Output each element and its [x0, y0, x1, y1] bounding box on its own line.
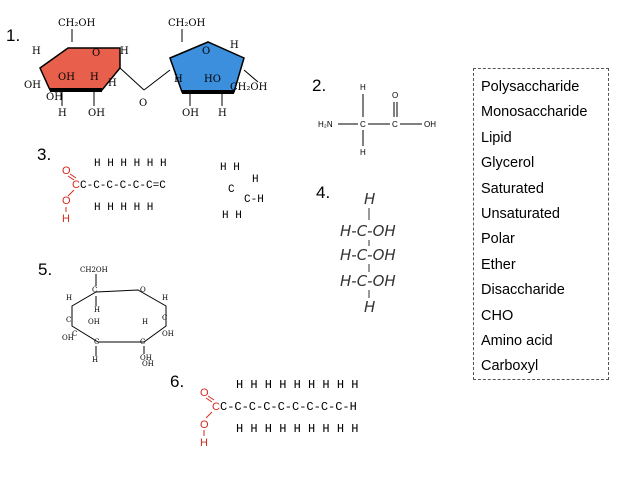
word-bank: Polysaccharide Monosaccharide Lipid Glyc…: [473, 68, 609, 380]
fig5-label: CH2OH: [80, 266, 108, 274]
figure-number-1: 1.: [6, 26, 21, 45]
fig5-label: C: [162, 314, 167, 322]
fig2-label: H₂N: [318, 120, 333, 129]
fig1-label: OH: [46, 92, 63, 103]
word-bank-term: Unsaturated: [481, 206, 560, 223]
fig1-label: OH: [182, 108, 199, 119]
fig3-label: H H H H H H: [94, 158, 167, 170]
fig5-label: C: [66, 316, 71, 324]
fig3-label: C: [228, 184, 235, 196]
word-bank-term: Polysaccharide: [481, 79, 580, 95]
fig3-label: C-C-C-C-C-C=C: [80, 180, 166, 192]
word-bank-term: Carboxyl: [481, 358, 539, 375]
fig4-label: H-C-OH: [340, 272, 396, 290]
fig3-label: H H: [222, 210, 242, 222]
fig1-label: H: [174, 74, 183, 85]
fig5-label: OH: [162, 330, 174, 338]
fig1-label: H: [32, 46, 41, 57]
fig1-label: H: [58, 108, 67, 119]
fig3-label: H H H H H: [94, 202, 153, 214]
fig3-label: C-H: [244, 194, 264, 206]
fig4-label: H-C-OH: [340, 222, 396, 240]
fig2-label: C: [392, 120, 398, 129]
fig6-label: O: [200, 387, 209, 399]
fig4-label: H: [364, 298, 375, 316]
fig5-label: OH: [142, 360, 154, 368]
fig4-label: H-C-OH: [340, 246, 396, 264]
fig1-label: CH₂OH: [58, 18, 96, 29]
fig6-label: C-C-C-C-C-C-C-C-C-H: [220, 400, 357, 414]
fig5-label: O: [140, 286, 146, 294]
fig1-label: CH₂OH: [230, 82, 268, 93]
fig6-label: H H H H H H H H H: [236, 422, 358, 436]
fig6-label: H H H H H H H H H: [236, 378, 358, 392]
fructose-ring: [169, 41, 245, 93]
disaccharide-structure: CH₂OH CH₂OH H O H OH H OH H OH H OH O H …: [24, 18, 268, 119]
fig5-label: C: [72, 330, 77, 338]
fig3-label: O: [62, 165, 71, 177]
monosaccharide-ring-structure: CH2OH C O H H H C C OH H C OH OH C C OH …: [62, 266, 174, 368]
figure-number-4: 4.: [316, 183, 331, 202]
word-bank-term: Disaccharide: [481, 282, 565, 299]
word-bank-term: CHO: [481, 307, 514, 324]
fig6-label: H: [200, 437, 208, 449]
fig5-label: H: [66, 294, 72, 302]
fig3-label: H: [62, 213, 70, 225]
unsaturated-fatty-acid-structure: O C O H H H H H H H C-C-C-C-C-C=C H H H …: [62, 158, 264, 225]
fig1-label: O: [139, 98, 147, 109]
fig5-label: OH: [140, 354, 152, 362]
fig1-label: OH: [58, 72, 75, 83]
fig1-label: O: [202, 46, 210, 57]
word-bank-term: Monosaccharide: [481, 104, 588, 121]
fig5-label: C: [92, 286, 97, 294]
fig1-label: H: [230, 40, 239, 51]
fig2-label: OH: [424, 120, 436, 129]
fig5-label: OH: [62, 334, 74, 342]
fig2-label: H: [360, 83, 366, 92]
word-bank-term: Amino acid: [481, 333, 553, 350]
word-bank-term: Glycerol: [481, 155, 535, 172]
fig1-label: HO: [204, 74, 221, 85]
saturated-fatty-acid-structure: O C O H H H H H H H H H H C-C-C-C-C-C-C-…: [200, 378, 358, 449]
fig1-label: H: [90, 72, 99, 83]
fig1-label: OH: [88, 108, 105, 119]
fig5-label: C: [94, 338, 99, 346]
fig3-label: O: [62, 195, 71, 207]
fig1-label: OH: [24, 80, 41, 91]
fig3-label: H: [252, 174, 259, 186]
fig2-label: H: [360, 148, 366, 157]
fig2-label: C: [360, 120, 366, 129]
fig6-label: O: [200, 419, 209, 431]
word-bank-term: Lipid: [481, 129, 512, 146]
fig5-label: H: [142, 318, 148, 326]
fig1-label: H: [218, 108, 227, 119]
fig5-label: H: [94, 306, 100, 314]
figure-number-3: 3.: [37, 145, 52, 164]
figure-number-6: 6.: [170, 372, 185, 391]
amino-acid-structure: H O H₂N C C OH H: [318, 83, 436, 157]
figure-number-2: 2.: [312, 76, 327, 95]
fig1-label: CH₂OH: [168, 18, 206, 29]
fig2-label: O: [392, 91, 398, 100]
fig3-label: H H: [220, 162, 240, 174]
word-bank-term: Polar: [481, 231, 515, 248]
fig1-label: H: [120, 46, 129, 57]
fig5-label: OH: [88, 318, 100, 326]
fig4-label: H: [364, 190, 375, 208]
fig5-label: H: [92, 356, 98, 364]
word-bank-term: Saturated: [481, 180, 544, 197]
fig1-label: H: [108, 78, 117, 89]
fig1-label: O: [92, 48, 100, 59]
glycerol-structure: H H-C-OH H-C-OH H-C-OH H: [340, 190, 396, 316]
figure-number-5: 5.: [38, 260, 53, 279]
fig6-label: C: [212, 401, 220, 413]
fig3-label: C: [72, 179, 80, 191]
word-bank-term: Ether: [481, 256, 516, 273]
fig5-label: H: [162, 294, 168, 302]
